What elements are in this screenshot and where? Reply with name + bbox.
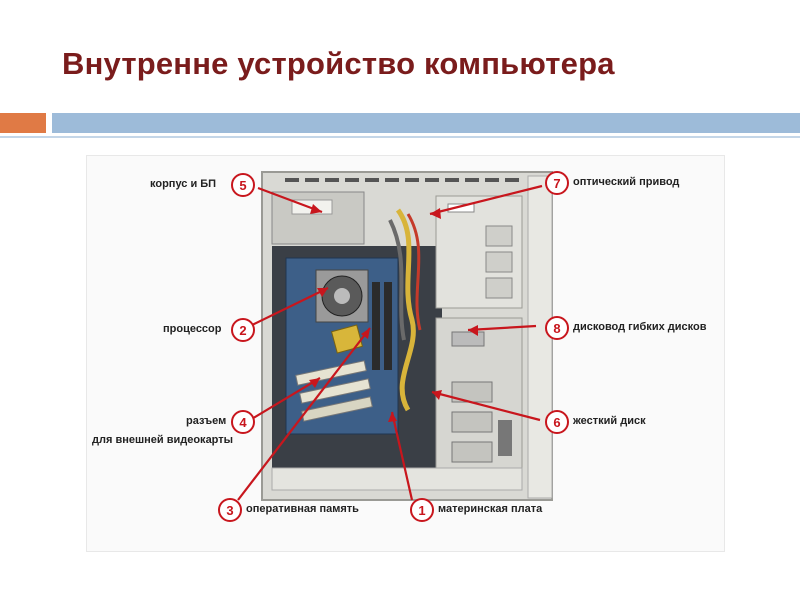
callout-circle-7 bbox=[545, 171, 569, 195]
callout-number-7: 7 bbox=[553, 176, 560, 191]
label-floppy-drive: дисковод гибких дисков bbox=[573, 321, 707, 333]
callout-number-5: 5 bbox=[239, 178, 246, 193]
callout-circle-4 bbox=[231, 410, 255, 434]
callout-numbers: 5 2 4 3 1 7 8 6 bbox=[226, 176, 560, 518]
callout-circle-8 bbox=[545, 316, 569, 340]
callout-number-2: 2 bbox=[239, 323, 246, 338]
label-ram: оперативная память bbox=[246, 503, 359, 515]
top-vent-slots bbox=[285, 178, 519, 182]
callout-circle-5 bbox=[231, 173, 255, 197]
callout-number-8: 8 bbox=[553, 321, 560, 336]
callout-number-3: 3 bbox=[226, 503, 233, 518]
callout-number-1: 1 bbox=[418, 503, 425, 518]
label-case-psu: корпус и БП bbox=[150, 178, 217, 190]
accent-bar-orange bbox=[0, 113, 46, 133]
label-gpu-slot: разъем bbox=[186, 415, 227, 427]
label-gpu-slot-sub: для внешней видеокарты bbox=[92, 434, 234, 446]
callout-circle-6 bbox=[545, 410, 569, 434]
slide-title: Внутренне устройство компьютера bbox=[62, 46, 615, 81]
callout-circle-1 bbox=[410, 498, 434, 522]
accent-bar-blue bbox=[52, 113, 800, 133]
label-hard-drive: жесткий диск bbox=[573, 415, 646, 427]
callout-number-6: 6 bbox=[553, 415, 560, 430]
label-optical-drive: оптический привод bbox=[573, 176, 680, 188]
divider-line bbox=[0, 136, 800, 138]
label-cpu: процессор bbox=[163, 323, 222, 335]
callout-lines bbox=[237, 184, 543, 501]
label-motherboard: материнская плата bbox=[438, 503, 543, 515]
callout-circle-2 bbox=[231, 318, 255, 342]
callout-number-4: 4 bbox=[239, 415, 247, 430]
callout-circle-3 bbox=[218, 498, 242, 522]
callout-arrowheads bbox=[309, 204, 478, 422]
callout-circles bbox=[218, 171, 569, 522]
